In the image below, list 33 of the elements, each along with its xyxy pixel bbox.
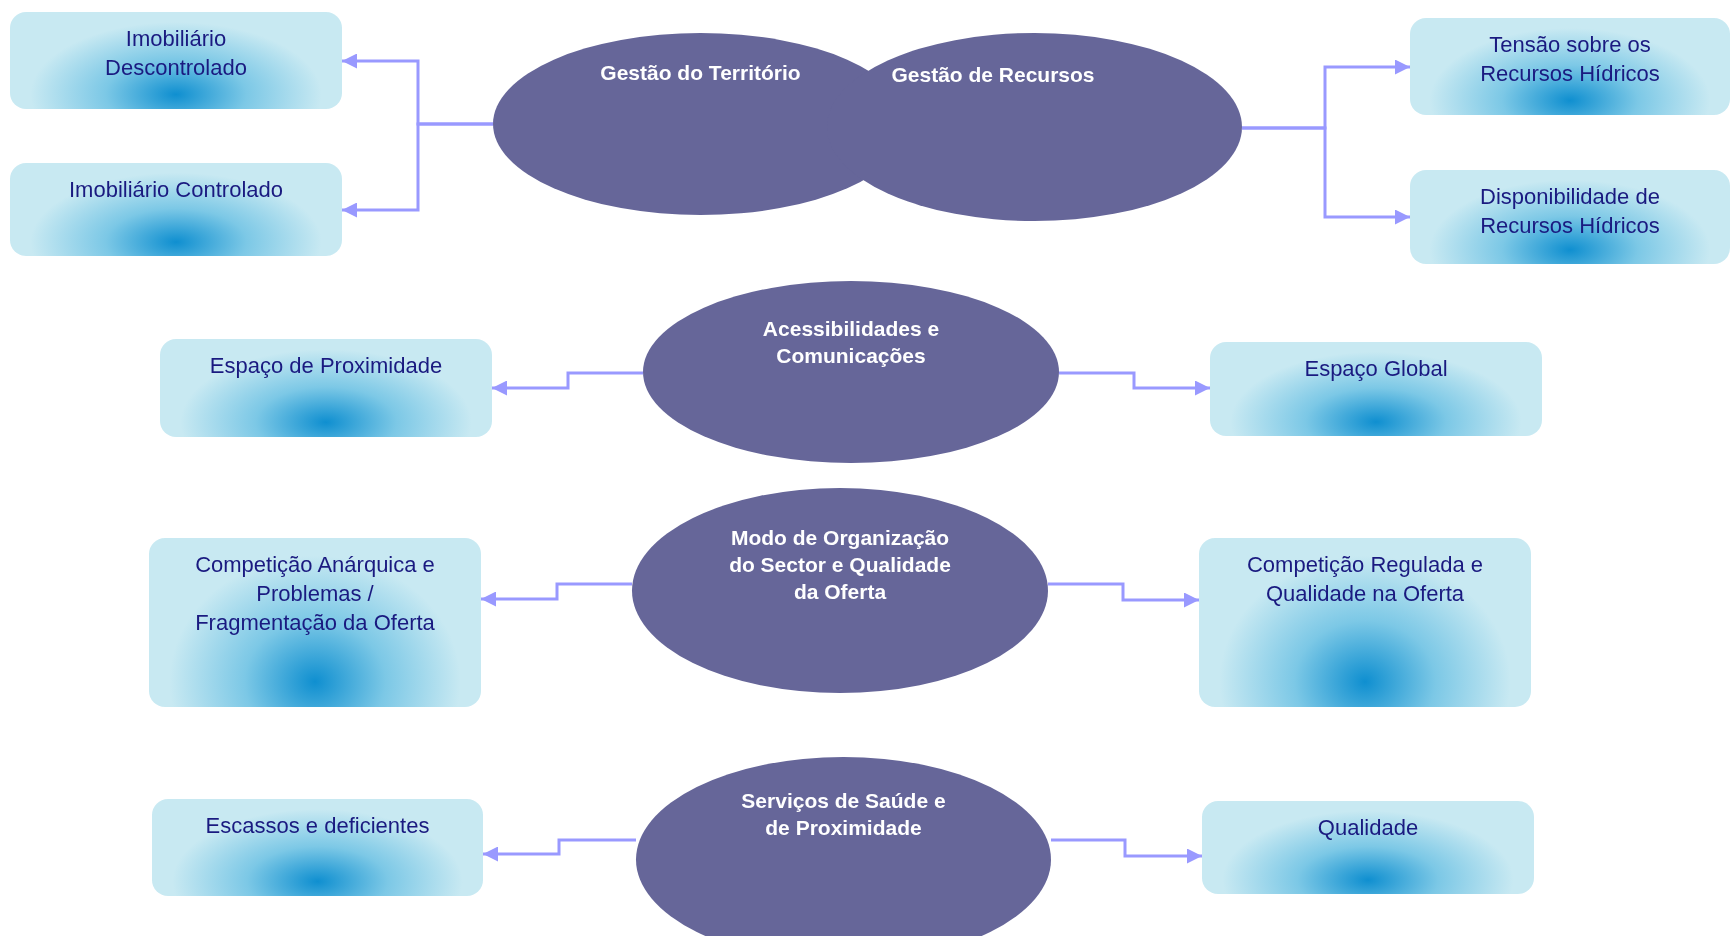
outcome-box xyxy=(152,799,483,896)
outcome-label: Disponibilidade de Recursos Hídricos xyxy=(1479,183,1661,240)
arrow xyxy=(1242,126,1410,225)
outcome-box xyxy=(1410,18,1730,115)
outcome-label: Espaço de Proximidade xyxy=(209,352,443,380)
outcome-box xyxy=(1410,170,1730,264)
topic-label: Gestão de Recursos xyxy=(890,62,1096,88)
outcome-label: Espaço Global xyxy=(1304,355,1448,383)
arrow xyxy=(342,122,493,218)
topic-label: Acessibilidades e Comunicações xyxy=(761,316,941,369)
outcome-label: Competição Regulada e Qualidade na Oferta xyxy=(1245,551,1484,608)
arrow xyxy=(1048,582,1199,608)
outcome-label: Imobiliário Controlado xyxy=(69,176,283,204)
outcome-label: Qualidade xyxy=(1317,814,1419,842)
outcome-box xyxy=(10,12,342,109)
outcome-box xyxy=(149,538,481,707)
arrow xyxy=(1059,371,1210,396)
outcome-box xyxy=(1202,801,1534,894)
arrow xyxy=(481,582,632,607)
arrow xyxy=(492,371,643,396)
outcome-box xyxy=(160,339,492,437)
outcome-label: Imobiliário Descontrolado xyxy=(104,25,248,82)
outcome-box xyxy=(1199,538,1531,707)
outcome-label: Competição Anárquica e Problemas / Fragmentação da Oferta xyxy=(195,551,435,637)
outcome-label: Tensão sobre os Recursos Hídricos xyxy=(1479,31,1661,88)
outcome-box xyxy=(10,163,342,256)
outcome-box xyxy=(1210,342,1542,436)
topic-label: Modo de Organização do Sector e Qualidade da Oferta xyxy=(728,525,952,605)
arrow xyxy=(1051,838,1202,864)
topic-label: Gestão do Território xyxy=(599,60,802,86)
arrow xyxy=(483,838,636,862)
outcome-label: Escassos e deficientes xyxy=(205,812,430,840)
topic-label: Serviços de Saúde e de Proximidade xyxy=(740,788,947,841)
